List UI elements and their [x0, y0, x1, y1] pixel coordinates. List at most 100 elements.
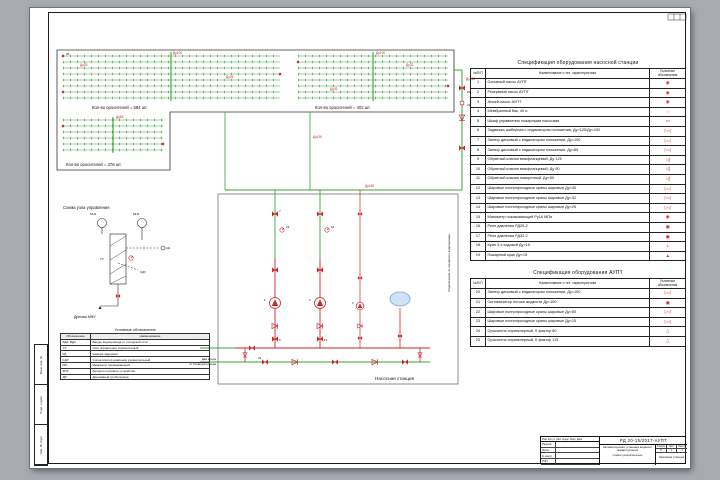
spec-row-name: Шаровые полнопроходные краны шаровые Ду=…	[485, 202, 650, 214]
spec2-col-sym: Условные обозначения	[649, 278, 686, 289]
svg-text:25: 25	[66, 52, 70, 56]
spec-row: 14 Шаровые полнопроходные краны шаровые …	[470, 202, 686, 214]
control-unit-scheme	[97, 218, 166, 309]
spec-row: 9 Обратный клапан межфланцевый, Ду 125 ◁…	[470, 154, 686, 166]
title-block-role-row: Разраб.	[541, 442, 599, 448]
spec-row-symbol-icon: ▷◁	[649, 183, 686, 195]
spec-row: 23 Шаровые полнопроходные краны шаровые …	[470, 316, 686, 328]
spec2-col-num: №П/П	[470, 278, 486, 289]
stage-value: П	[656, 449, 667, 452]
stage-value-row: П 1 1	[656, 449, 687, 453]
section-a-count: Кол-во оросителей = 584 шт.	[92, 105, 148, 110]
frame-attribute-cell: Подп. и дата	[35, 385, 47, 425]
spec-row-symbol-icon: △	[649, 335, 686, 347]
jockey-pump-branch	[355, 190, 365, 348]
membrane-tank	[389, 291, 411, 348]
drain-label: Дренаж МФУ	[74, 315, 96, 319]
spec-row-num: 8	[470, 145, 486, 156]
sheet-value: 1	[667, 449, 678, 452]
spec-row: 17 Реле давления РД32-2 ▣	[470, 231, 686, 243]
spec-row-num: 11	[470, 173, 486, 185]
spec-row: 12 Шаровые полнопроходные краны шаровые …	[470, 183, 686, 195]
spec-row-symbol-icon: ◁|	[649, 173, 686, 185]
spec-row-symbol-icon: ◉	[649, 87, 686, 99]
spec-row: 22 Шаровые полнопроходные краны шаровые …	[470, 307, 686, 318]
title-block-role-row: Пров.	[541, 447, 599, 454]
spec-row: 10 Обратный клапан межфланцевый, Ду 80 ◁…	[470, 164, 686, 175]
spec-table-aupt: Спецификация оборудования АУПТ №П/П Наим…	[470, 270, 686, 347]
pipe-label-du32-b: Ду32	[406, 63, 414, 67]
spec-row-num: 23	[470, 316, 486, 328]
spec-row-num: 7	[470, 135, 486, 147]
spec-row-name: Манометр показывающий Ру16 МПа	[485, 212, 650, 223]
spec-row-name: Кран 3-х ходовой Ду=15	[485, 241, 650, 252]
title-block-rev-header: Изм. Кол.уч. Лист №док. Подп. Дата	[541, 437, 599, 442]
spec-row-name: Резервный насос АУПТ	[485, 87, 650, 99]
spec-row-name: Реле давления РД25-2	[485, 221, 650, 233]
drawing-title: Схема принципиальная	[612, 453, 643, 457]
main-feed-pipes	[224, 69, 463, 191]
spec-row: 8 Затвор дисковый с индикатором положени…	[470, 145, 686, 156]
spec-row-name: Шаровые полнопроходные краны шаровые Ду=…	[485, 183, 650, 195]
spec1-col-name: Наименование и тех. характеристика	[485, 68, 650, 79]
pipe-label-du100-a: Ду100	[173, 51, 182, 55]
spec-row-symbol-icon: ▣	[649, 231, 686, 243]
spec-row-symbol-icon: ○	[649, 106, 686, 118]
spec-row: 19 Пожарный кран Ду=15 ▲	[470, 250, 686, 262]
spec-row-name: Обратный клапан межфланцевый, Ду 80	[485, 164, 650, 175]
svg-text:7: 7	[279, 209, 281, 213]
spec-row-name: Затвор дисковый с индикатором положения,…	[485, 135, 650, 147]
pipe-label-du65: Ду65	[116, 115, 124, 119]
spec-row-symbol-icon: ▭	[649, 116, 686, 127]
svg-text:3: 3	[352, 301, 354, 305]
spec-row-name: Шаровые полнопроходные краны шаровые Ду=…	[485, 193, 650, 204]
control-scheme-title: Схема узла управления	[63, 205, 110, 210]
spec-row-num: 18	[470, 241, 486, 252]
spec-row-symbol-icon: ▷◁	[649, 316, 686, 328]
pipe-label-du25-a: Ду25	[80, 63, 88, 67]
spec1-header-row: №П/П Наименование и тех. характеристика …	[470, 68, 686, 79]
svg-text:22: 22	[258, 356, 262, 360]
spec-row: 13 Шаровые полнопроходные краны шаровые …	[470, 193, 686, 204]
spec-row-name: Жокей-насос АУПТ	[485, 97, 650, 108]
spec-row-symbol-icon: ▷◁	[649, 202, 686, 214]
spec-row: 15 Манометр показывающий Ру16 МПа ◉	[470, 212, 686, 223]
spec-row-name: Задвижка шиберная с индикатором положени…	[485, 125, 650, 137]
spec-row: 3 Жокей-насос АУПТ ◉	[470, 97, 686, 108]
spec-row-num: 3	[470, 97, 486, 108]
sheets-label: Листов	[678, 445, 687, 448]
spec1-col-sym: Условные обозначения	[649, 68, 686, 79]
spec-row-num: 17	[470, 231, 486, 243]
spec-row-name: Мембранный бак, 40 л.	[485, 106, 650, 118]
spec-row-num: 9	[470, 154, 486, 166]
spec-row-symbol-icon: ◁|	[649, 164, 686, 175]
pipe-label-du32-a: Ду32	[330, 87, 338, 91]
spec-row-symbol-icon: ▣	[649, 297, 686, 309]
legend-row-code: ДР	[60, 373, 91, 381]
spec-row: 24 Ороситель спринклерный, К фактор 80 △	[470, 326, 686, 337]
stage-label: Стадия	[656, 445, 667, 448]
spec-row-name: Затвор дисковый с индикатором положения,…	[485, 145, 650, 156]
spec-row: 11 Обратный клапан поворотный, Ду=50 ◁|	[470, 173, 686, 185]
svg-text:6: 6	[279, 338, 281, 342]
document-designation: РД 20-15/2017-АУПТ	[599, 437, 687, 445]
spec2-col-name: Наименование и тех. характеристика	[485, 278, 650, 289]
label-uu: УУ	[100, 257, 104, 261]
spec-row-symbol-icon: ▷◁	[649, 307, 686, 318]
frame-attribute-cell: Взам. инв. №	[35, 345, 47, 385]
spec-row-name: Пожарный кран Ду=15	[485, 250, 650, 262]
spec-row-name: Обратный клапан межфланцевый, Ду 125	[485, 154, 650, 166]
project-title-cell: Автоматическая установка водяного пожаро…	[599, 445, 655, 465]
svg-text:1: 1	[264, 298, 266, 302]
spec1-title: Спецификация оборудования насосной станц…	[517, 60, 639, 66]
spec-row-symbol-icon: ◉	[649, 212, 686, 223]
spec-row: 6 Задвижка шиберная с индикатором положе…	[470, 125, 686, 137]
title-block: Изм. Кол.уч. Лист №док. Подп. Дата Разра…	[540, 436, 687, 465]
pipe-label-du25-b: Ду25	[226, 75, 234, 79]
spec-row-symbol-icon: ▷◁	[649, 125, 686, 137]
spec-row-symbol-icon: ▷◁	[649, 288, 686, 299]
spec-row-num: 10	[470, 164, 486, 175]
spec-row-num: 15	[470, 212, 486, 223]
spec-row: 18 Кран 3-х ходовой Ду=15 ⊥	[470, 241, 686, 252]
